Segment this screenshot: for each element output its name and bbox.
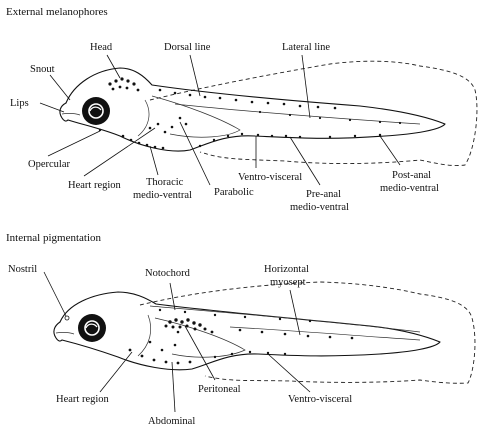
label-ventro-visceral-bottom: Ventro-visceral xyxy=(288,394,352,405)
fin-fold-bottom xyxy=(139,281,476,384)
notochord-line xyxy=(149,305,421,333)
label-pre-anal-2: medio-ventral xyxy=(290,202,349,213)
label-lateral-line: Lateral line xyxy=(282,42,330,53)
gut-outline-bottom xyxy=(154,317,246,358)
operculum-bottom xyxy=(137,314,152,357)
label-parabolic: Parabolic xyxy=(214,187,254,198)
operculum-top xyxy=(137,99,150,137)
label-lips: Lips xyxy=(10,98,29,109)
snout-outline-bottom xyxy=(53,321,63,342)
myosept-line xyxy=(229,326,421,341)
eye-ring-bottom xyxy=(84,320,100,336)
larva-drawing-top xyxy=(59,60,478,166)
pigment-spots-bottom xyxy=(128,308,354,365)
eye-top xyxy=(82,97,110,125)
label-nostril: Nostril xyxy=(8,264,37,275)
leaders-bottom xyxy=(43,271,311,413)
label-dorsal-line: Dorsal line xyxy=(164,42,211,53)
fin-fold-top xyxy=(149,60,478,166)
body-outline-top xyxy=(65,67,446,152)
label-thoracic-1: Thoracic xyxy=(146,177,184,188)
label-abdominal: Abdominal xyxy=(148,416,195,427)
external-melanophores-title: External melanophores xyxy=(6,6,108,18)
label-snout: Snout xyxy=(30,64,55,75)
internal-pigmentation-panel: Internal pigmentation xyxy=(6,232,476,427)
nostril-mark xyxy=(64,315,70,321)
larva-drawing-bottom xyxy=(53,281,476,384)
melanophores-top xyxy=(98,77,402,150)
label-horizontal-2: myosept xyxy=(270,277,306,288)
leaders-top xyxy=(39,54,401,186)
label-post-anal-1: Post-anal xyxy=(392,170,431,181)
label-heart-region-top: Heart region xyxy=(68,180,122,191)
eye-ring-top xyxy=(88,103,104,119)
lateral-line-top xyxy=(174,103,421,125)
label-heart-region-bottom: Heart region xyxy=(56,394,110,405)
mouth-line-top xyxy=(61,112,81,116)
eye-bottom xyxy=(78,314,106,342)
label-head: Head xyxy=(90,42,113,53)
label-pre-anal-1: Pre-anal xyxy=(306,189,341,200)
label-thoracic-2: medio-ventral xyxy=(133,190,192,201)
label-notochord: Notochord xyxy=(145,268,191,279)
label-horizontal-1: Horizontal xyxy=(264,264,309,275)
label-opercular: Opercular xyxy=(28,159,70,170)
snout-outline-top xyxy=(59,102,69,122)
external-melanophores-panel: External melanophores xyxy=(6,6,478,213)
internal-pigmentation-title: Internal pigmentation xyxy=(6,232,101,244)
label-peritoneal: Peritoneal xyxy=(198,384,241,395)
label-post-anal-2: medio-ventral xyxy=(380,183,439,194)
mouth-line-bottom xyxy=(55,331,75,335)
body-outline-bottom xyxy=(59,291,441,371)
label-ventro-visceral-top: Ventro-visceral xyxy=(238,172,302,183)
